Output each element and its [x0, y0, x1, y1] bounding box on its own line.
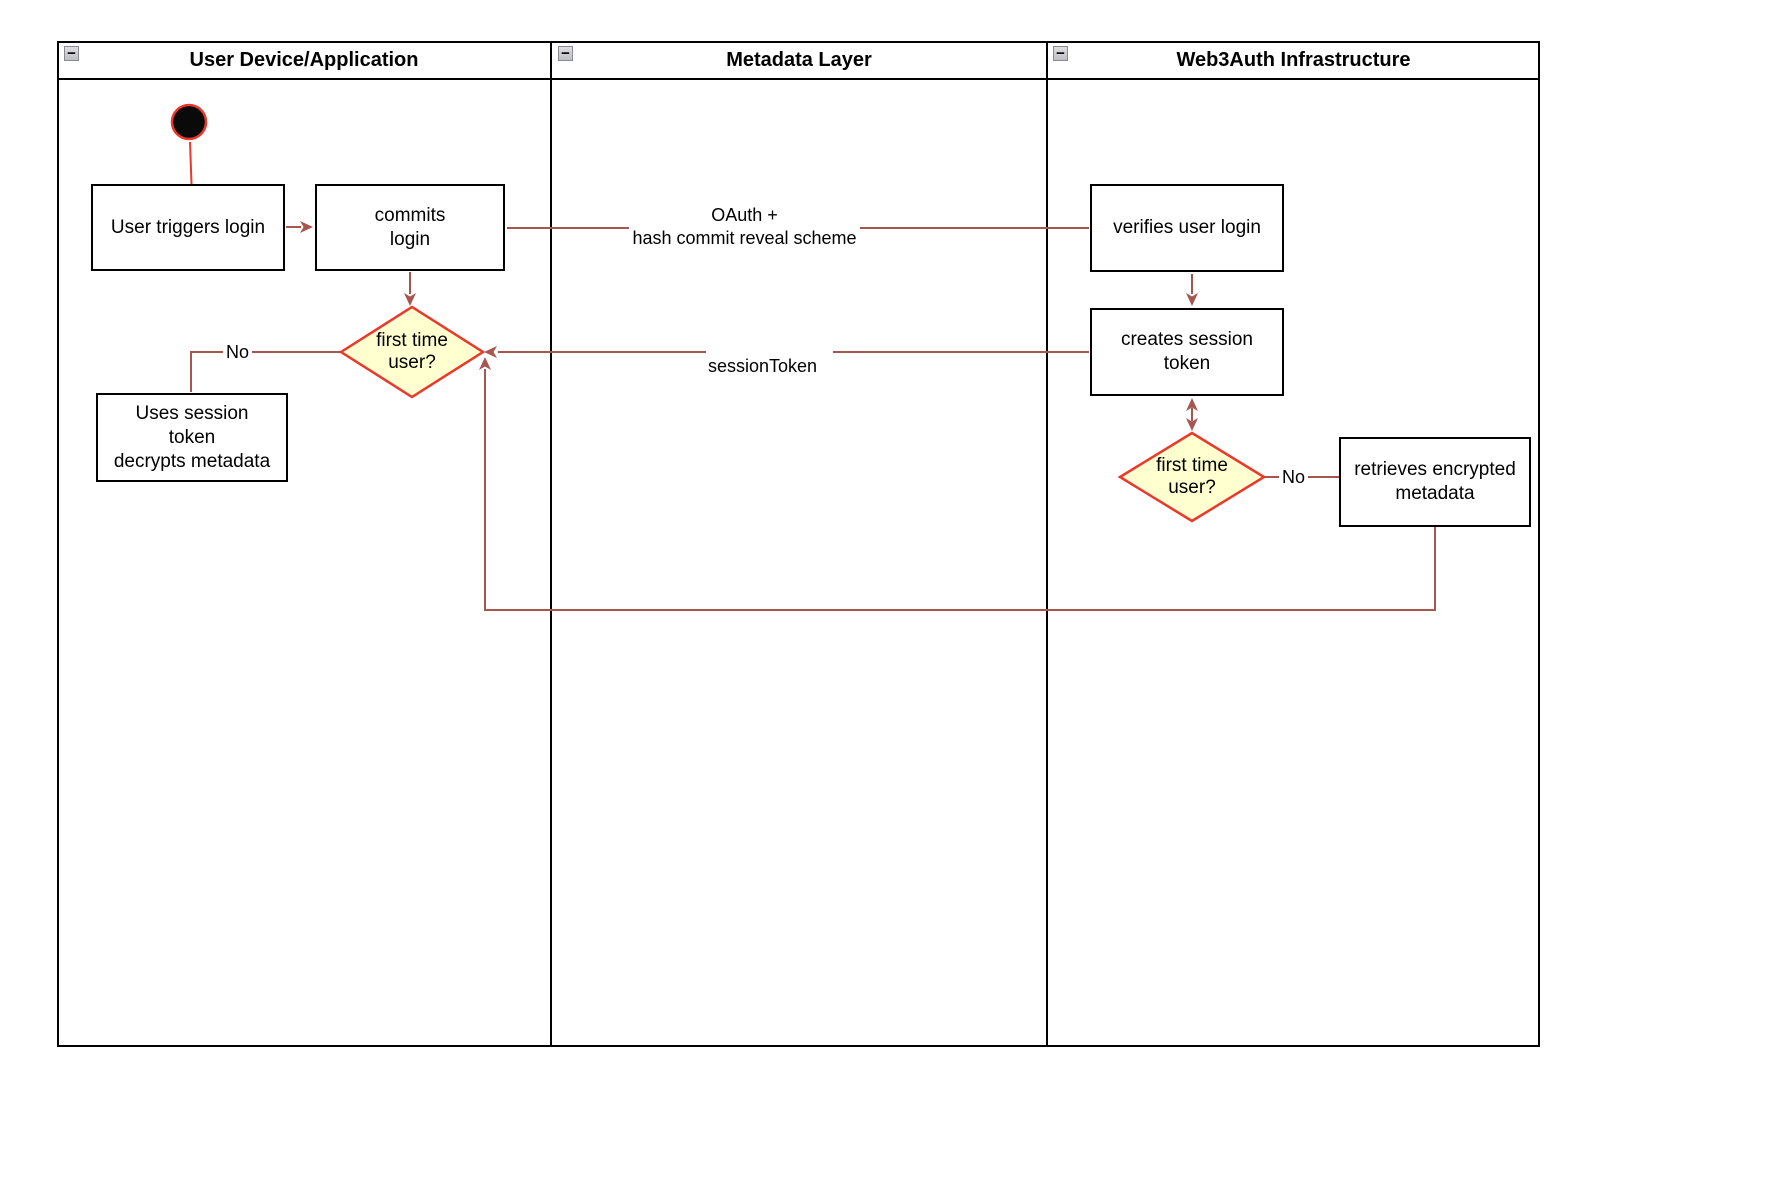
- collapse-lane-icon[interactable]: −: [64, 46, 79, 61]
- edge-label-oauth: OAuth + hash commit reveal scheme: [632, 205, 857, 248]
- lane-divider-2: [1046, 41, 1048, 1047]
- edge-label-no-left: No: [223, 341, 253, 364]
- lane-title-metadata-layer: Metadata Layer: [726, 49, 872, 71]
- edge-label-no-right: No: [1279, 466, 1309, 489]
- lane-divider-1: [550, 41, 552, 1047]
- node-retrieves-encrypted-metadata[interactable]: retrieves encrypted metadata: [1339, 437, 1531, 527]
- lane-title-user-device: User Device/Application: [189, 49, 419, 71]
- node-creates-session-token[interactable]: creates session token: [1090, 308, 1284, 396]
- lane-header-band: [57, 41, 1540, 80]
- minus-icon: −: [561, 45, 570, 62]
- node-uses-session-token[interactable]: Uses session token decrypts metadata: [96, 393, 288, 482]
- node-verifies-user-login[interactable]: verifies user login: [1090, 184, 1284, 272]
- collapse-lane-icon[interactable]: −: [558, 46, 573, 61]
- edge-label-sessiontoken: sessionToken: [708, 356, 818, 376]
- minus-icon: −: [1056, 45, 1065, 62]
- lane-title-web3auth: Web3Auth Infrastructure: [1176, 49, 1411, 71]
- collapse-lane-icon[interactable]: −: [1053, 46, 1068, 61]
- minus-icon: −: [67, 45, 76, 62]
- node-user-triggers-login[interactable]: User triggers login: [91, 184, 285, 271]
- node-commits-login[interactable]: commits login: [315, 184, 505, 271]
